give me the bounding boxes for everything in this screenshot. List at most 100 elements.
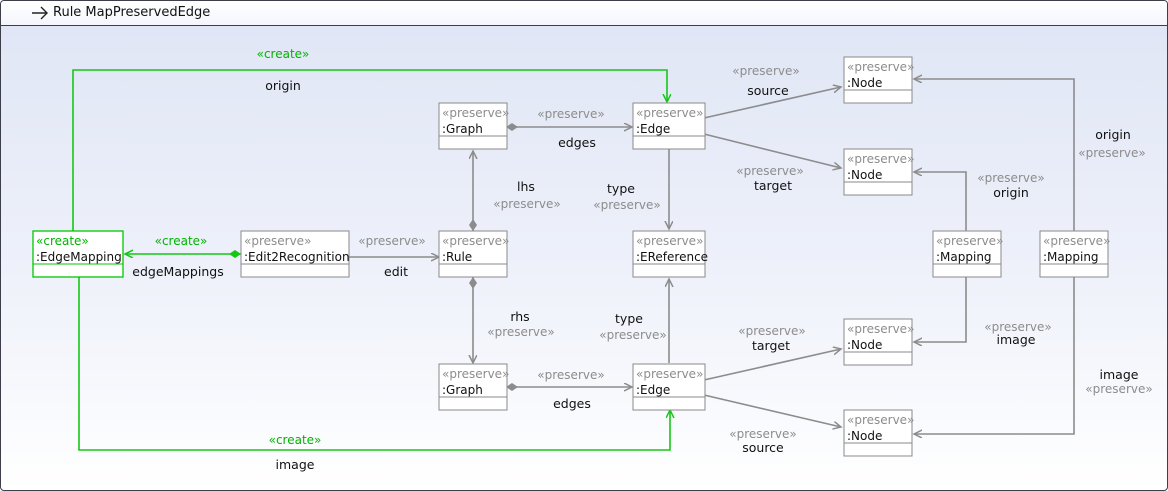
edge-label: origin — [265, 78, 301, 93]
edge-image-m1[interactable]: «preserve» image — [914, 277, 1052, 347]
node-name: :Mapping — [1043, 250, 1099, 264]
node-stereotype: «create» — [36, 234, 89, 248]
node-stereotype: «preserve» — [847, 322, 914, 336]
edge-label: lhs — [517, 179, 535, 194]
node-stereotype: «preserve» — [847, 60, 914, 74]
edge-label: type — [607, 181, 635, 196]
edge-image-m2[interactable]: image «preserve» — [914, 277, 1153, 434]
node-name: :Edit2Recognition — [244, 250, 350, 264]
node-name: :EReference — [636, 250, 708, 264]
edge-edit[interactable]: «preserve» edit — [349, 234, 439, 279]
edge-lhs[interactable]: lhs «preserve» — [473, 151, 561, 231]
node-stereotype: «preserve» — [636, 106, 703, 120]
edge-stereotype: «preserve» — [984, 320, 1051, 334]
edge-label: source — [747, 83, 789, 98]
edge-target-bottom[interactable]: «preserve» target — [703, 324, 841, 381]
edge-source-top[interactable]: «preserve» source — [703, 64, 841, 119]
edge-image-create[interactable]: «create» image — [78, 277, 670, 472]
node-stereotype: «preserve» — [442, 234, 509, 248]
node-graph-bottom[interactable]: «preserve» :Graph — [438, 363, 509, 411]
node-node-1[interactable]: «preserve» :Node — [843, 56, 914, 104]
edge-label: origin — [1095, 127, 1131, 142]
edge-target-top[interactable]: «preserve» target — [703, 133, 841, 193]
node-stereotype: «preserve» — [847, 413, 914, 427]
node-stereotype: «preserve» — [442, 367, 509, 381]
node-name: :Node — [847, 429, 882, 443]
edge-stereotype: «preserve» — [738, 324, 805, 338]
edge-stereotype: «preserve» — [487, 325, 554, 339]
node-name: :Graph — [442, 383, 483, 397]
edge-edges-bottom[interactable]: «preserve» edges — [506, 368, 632, 411]
edge-origin-m2[interactable]: origin «preserve» — [914, 79, 1146, 231]
edge-stereotype: «preserve» — [599, 328, 666, 342]
edge-stereotype: «preserve» — [736, 164, 803, 178]
edge-label: target — [754, 178, 792, 193]
edge-origin-m1[interactable]: «preserve» origin — [914, 171, 1045, 231]
node-stereotype: «preserve» — [636, 234, 703, 248]
edge-label: image — [1100, 367, 1139, 382]
node-name: :EdgeMapping — [36, 250, 122, 264]
edge-label: rhs — [510, 309, 529, 324]
edge-label: type — [615, 311, 643, 326]
node-stereotype: «preserve» — [636, 367, 703, 381]
node-stereotype: «preserve» — [936, 234, 1003, 248]
node-graph-top[interactable]: «preserve» :Graph — [438, 102, 509, 150]
node-node-2[interactable]: «preserve» :Node — [843, 148, 914, 196]
node-name: :Graph — [442, 122, 483, 136]
edge-type-top[interactable]: type «preserve» — [593, 149, 669, 229]
node-node-3[interactable]: «preserve» :Node — [843, 318, 914, 366]
edge-stereotype: «create» — [257, 47, 310, 61]
edge-stereotype: «preserve» — [493, 197, 560, 211]
node-node-4[interactable]: «preserve» :Node — [843, 409, 914, 457]
node-edge-mapping[interactable]: «create» :EdgeMapping — [32, 230, 124, 278]
edge-label: image — [276, 457, 315, 472]
node-stereotype: «preserve» — [847, 152, 914, 166]
edge-stereotype: «preserve» — [537, 368, 604, 382]
node-edit2recognition[interactable]: «preserve» :Edit2Recognition — [240, 230, 350, 278]
node-name: :Node — [847, 76, 882, 90]
edge-type-bottom[interactable]: type «preserve» — [599, 279, 669, 363]
node-rule[interactable]: «preserve» :Rule — [438, 230, 509, 278]
node-stereotype: «preserve» — [1043, 234, 1110, 248]
title-bar: Rule MapPreservedEdge — [1, 1, 1167, 26]
edge-edgeMappings[interactable]: «create» edgeMappings — [125, 234, 241, 279]
edge-label: image — [997, 332, 1036, 347]
edge-stereotype: «preserve» — [537, 107, 604, 121]
node-mapping-2[interactable]: «preserve» :Mapping — [1039, 230, 1110, 278]
edge-stereotype: «preserve» — [593, 198, 660, 212]
rule-title: Rule MapPreservedEdge — [53, 5, 211, 20]
edge-source-bottom[interactable]: «preserve» source — [703, 394, 841, 455]
edge-label: target — [752, 338, 790, 353]
edge-stereotype: «create» — [155, 234, 208, 248]
edge-rhs[interactable]: rhs «preserve» — [473, 277, 555, 363]
node-name: :Edge — [636, 383, 670, 397]
node-stereotype: «preserve» — [442, 106, 509, 120]
node-name: :Mapping — [936, 250, 992, 264]
node-name: :Node — [847, 168, 882, 182]
node-name: :Node — [847, 338, 882, 352]
edge-edges-top[interactable]: «preserve» edges — [506, 107, 632, 150]
edge-label: source — [742, 440, 784, 455]
node-stereotype: «preserve» — [244, 234, 311, 248]
edge-stereotype: «preserve» — [729, 427, 796, 441]
node-ereference[interactable]: «preserve» :EReference — [632, 230, 708, 278]
arrow-right-icon — [32, 6, 48, 20]
edge-stereotype: «preserve» — [977, 171, 1044, 185]
node-name: :Edge — [636, 122, 670, 136]
edge-stereotype: «preserve» — [1078, 146, 1145, 160]
node-name: :Rule — [442, 250, 472, 264]
edge-stereotype: «preserve» — [1085, 382, 1152, 396]
node-edge-top[interactable]: «preserve» :Edge — [632, 102, 706, 150]
edge-label: edgeMappings — [132, 264, 223, 279]
edge-stereotype: «preserve» — [732, 64, 799, 78]
edge-label: origin — [993, 185, 1029, 200]
edge-stereotype: «create» — [269, 433, 322, 447]
edge-stereotype: «preserve» — [358, 234, 425, 248]
edge-label: edges — [553, 396, 591, 411]
edge-origin-create[interactable]: «create» origin — [72, 47, 667, 231]
edge-label: edges — [558, 135, 596, 150]
node-mapping-1[interactable]: «preserve» :Mapping — [932, 230, 1003, 278]
node-edge-bottom[interactable]: «preserve» :Edge — [632, 363, 706, 411]
